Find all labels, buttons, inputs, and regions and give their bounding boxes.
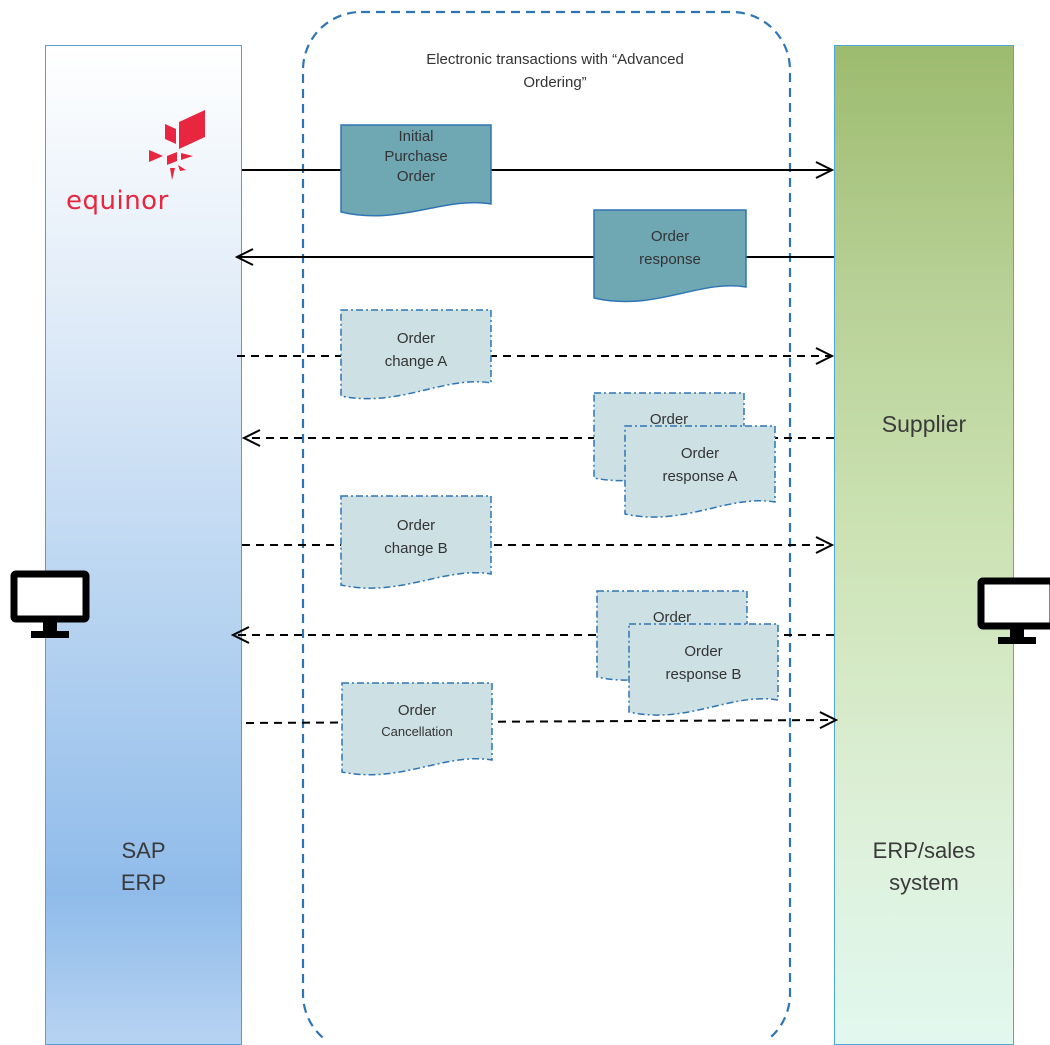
- arrow-order-cancellation: [245, 720, 836, 723]
- cancellation-line-2: Cancellation: [381, 724, 453, 739]
- sap-erp-label: SAP ERP: [120, 838, 167, 895]
- cancellation-line-1: Order: [397, 702, 437, 719]
- monitor-icon: [10, 570, 90, 638]
- sap-erp-column: SAP ERP: [45, 45, 242, 1045]
- doc-order-response-a-back-label: Order: [649, 411, 689, 428]
- equinor-logo-icon: [149, 110, 205, 180]
- supplier-column: Supplier ERP/sales system: [834, 45, 1014, 1045]
- doc-order-change-b-label: Order change B: [384, 517, 448, 557]
- doc-order-response-a-label: Order response A: [662, 445, 738, 485]
- doc-order-cancellation: [341, 682, 493, 776]
- doc-initial-po-label: Initial Purchase Order: [384, 128, 448, 185]
- doc-order-response: [593, 209, 747, 303]
- doc-order-cancellation-label: Order Cancellation: [342, 700, 492, 742]
- monitor-icon: [977, 577, 1050, 644]
- doc-order-change-b: [340, 495, 492, 589]
- doc-order-change-a-label: Order change A: [384, 330, 448, 370]
- doc-order-response-a: [624, 425, 776, 518]
- diagram-title: Electronic transactions with “Advanced O…: [426, 51, 684, 91]
- erp-sales-label: ERP/sales system: [872, 838, 976, 895]
- doc-order-response-b: [628, 623, 779, 716]
- doc-order-response-label: Order response: [639, 228, 701, 268]
- equinor-wordmark: equinor: [66, 186, 169, 216]
- doc-order-change-a: [340, 309, 492, 400]
- advanced-ordering-boundary: [301, 10, 792, 1039]
- doc-order-response-b-label: Order response B: [665, 643, 742, 683]
- supplier-label: Supplier: [881, 411, 967, 437]
- doc-order-response-b-back-label: Order: [652, 609, 692, 626]
- doc-initial-po: [340, 124, 492, 217]
